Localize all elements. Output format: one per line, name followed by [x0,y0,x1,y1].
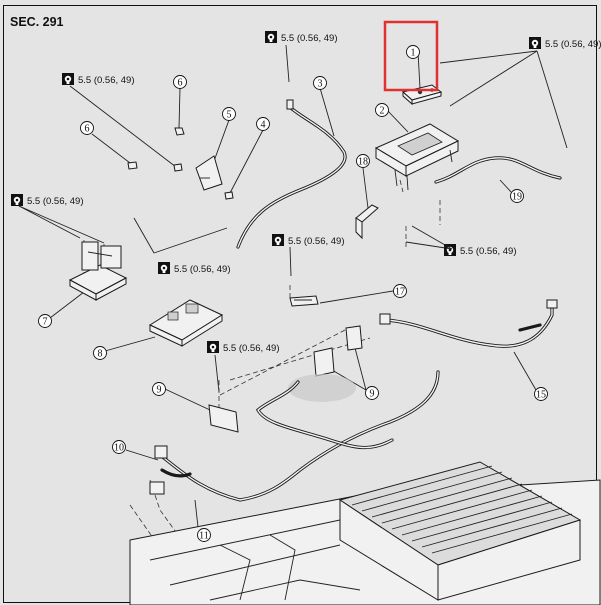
callout-17: 17 [393,284,407,298]
svg-text:9: 9 [370,389,375,400]
callout-2: 2 [375,103,389,117]
torque-label-6: 5.5 (0.56, 49) [444,244,517,257]
callout-18: 18 [356,154,370,168]
part-5-bracket [195,155,223,191]
svg-text:1: 1 [411,48,416,59]
svg-text:17: 17 [395,287,405,298]
part-3-cable [236,99,347,249]
callout-9a: 9 [152,382,166,396]
callout-5: 5 [222,107,236,121]
torque-label-7: 5.5 (0.56, 49) [158,262,231,275]
shadow-blur [288,374,356,402]
part-1-bracket [401,84,443,106]
part-19-cable [434,156,562,184]
part-6-nuts [127,127,185,172]
torque-wrench-icon [272,234,284,246]
torque-wrench-icon [158,262,170,274]
callout-3: 3 [313,76,327,90]
torque-label-1: 5.5 (0.56, 49) [265,31,338,44]
callouts: 1 2 3 4 5 6 6 7 8 9 9 10 11 15 17 18 19 [38,45,548,542]
part-18-bracket [355,204,379,240]
callout-6a: 6 [173,75,187,89]
torque-value: 5.5 (0.56, 49) [174,264,231,275]
svg-text:9: 9 [157,385,162,396]
torque-wrench-icon [207,341,219,353]
torque-wrench-icon [11,194,23,206]
svg-text:5: 5 [227,110,232,121]
highlight-box [383,20,439,92]
svg-text:4: 4 [261,120,266,131]
svg-text:19: 19 [512,192,522,203]
callout-1: 1 [406,45,420,59]
part-4-nut [224,191,234,200]
section-title: SEC. 291 [10,15,64,29]
torque-value: 5.5 (0.56, 49) [545,39,601,50]
main-harness [149,370,440,502]
svg-text:3: 3 [318,79,323,90]
part-15-harness [379,299,558,348]
callout-11: 11 [197,528,211,542]
svg-text:8: 8 [98,349,103,360]
part-7-junction-box [68,241,128,301]
svg-text:2: 2 [380,106,385,117]
battery-pack [129,461,601,605]
torque-label-5: 5.5 (0.56, 49) [272,234,345,247]
part-9-brackets [208,325,363,433]
svg-text:11: 11 [199,531,209,542]
svg-text:6: 6 [178,78,183,89]
callout-8: 8 [93,346,107,360]
torque-value: 5.5 (0.56, 49) [223,343,280,354]
callout-7: 7 [38,314,52,328]
torque-wrench-icon [529,37,541,49]
torque-label-4: 5.5 (0.56, 49) [11,194,84,207]
part-17-bracket [289,295,319,307]
torque-value: 5.5 (0.56, 49) [288,236,345,247]
svg-text:10: 10 [114,443,124,454]
leader-lines [18,44,568,528]
svg-text:6: 6 [85,124,90,135]
torque-wrench-icon [62,73,74,85]
torque-label-3: 5.5 (0.56, 49) [62,73,135,86]
callout-15: 15 [534,387,548,401]
torque-value: 5.5 (0.56, 49) [460,246,517,257]
torque-label-2: 5.5 (0.56, 49) [529,37,601,50]
svg-text:18: 18 [358,157,368,168]
callout-10: 10 [112,440,126,454]
part-8-tray [148,299,224,347]
callout-19: 19 [510,189,524,203]
battery-modules [351,465,573,554]
torque-value: 5.5 (0.56, 49) [27,196,84,207]
callout-4: 4 [256,117,270,131]
part-2-mount-bracket [374,123,460,191]
torque-value: 5.5 (0.56, 49) [78,75,135,86]
torque-value: 5.5 (0.56, 49) [281,33,338,44]
torque-wrench-icon [265,31,277,43]
svg-text:7: 7 [43,317,48,328]
callout-9b: 9 [365,386,379,400]
callout-6b: 6 [80,121,94,135]
svg-text:15: 15 [536,390,546,401]
torque-label-8: 5.5 (0.56, 49) [207,341,280,354]
